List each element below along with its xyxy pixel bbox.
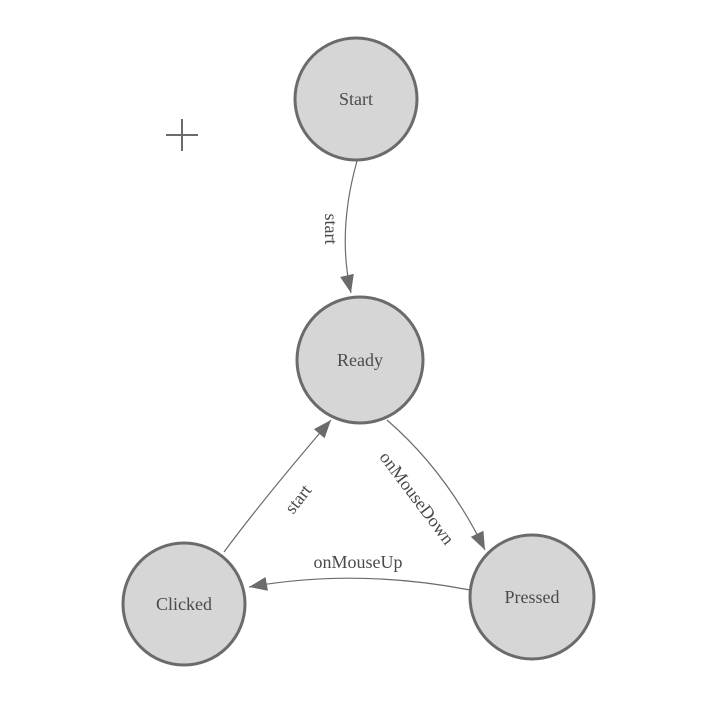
edge-label-start-left: start [281, 481, 316, 518]
edge-line[interactable] [386, 419, 486, 551]
state-node-ready[interactable]: Ready [295, 295, 425, 425]
edge-line[interactable] [248, 576, 471, 591]
edge-clicked-to-ready[interactable]: start [223, 419, 332, 553]
edge-label-onmouseup: onMouseUp [314, 552, 403, 572]
state-circle[interactable] [293, 36, 419, 162]
edge-label-onmousedown: onMouseDown [376, 448, 459, 549]
edge-line[interactable] [340, 160, 358, 294]
origin-crosshair-icon [166, 119, 198, 151]
state-node-pressed[interactable]: Pressed [468, 533, 596, 661]
state-label: Start [339, 89, 373, 109]
state-node-clicked[interactable]: Clicked [121, 541, 247, 667]
state-circle[interactable] [295, 295, 425, 425]
state-label: Clicked [156, 594, 212, 614]
state-label: Ready [337, 350, 383, 370]
edge-ready-to-pressed[interactable]: onMouseDown [376, 419, 486, 551]
edge-line[interactable] [223, 419, 332, 553]
state-node-start[interactable]: Start [293, 36, 419, 162]
state-circle[interactable] [468, 533, 596, 661]
edge-pressed-to-clicked[interactable]: onMouseUp [248, 552, 471, 591]
state-circle[interactable] [121, 541, 247, 667]
edge-start-to-ready[interactable]: start [321, 160, 358, 294]
state-label: Pressed [505, 587, 560, 607]
edge-label-start-top: start [321, 214, 341, 245]
